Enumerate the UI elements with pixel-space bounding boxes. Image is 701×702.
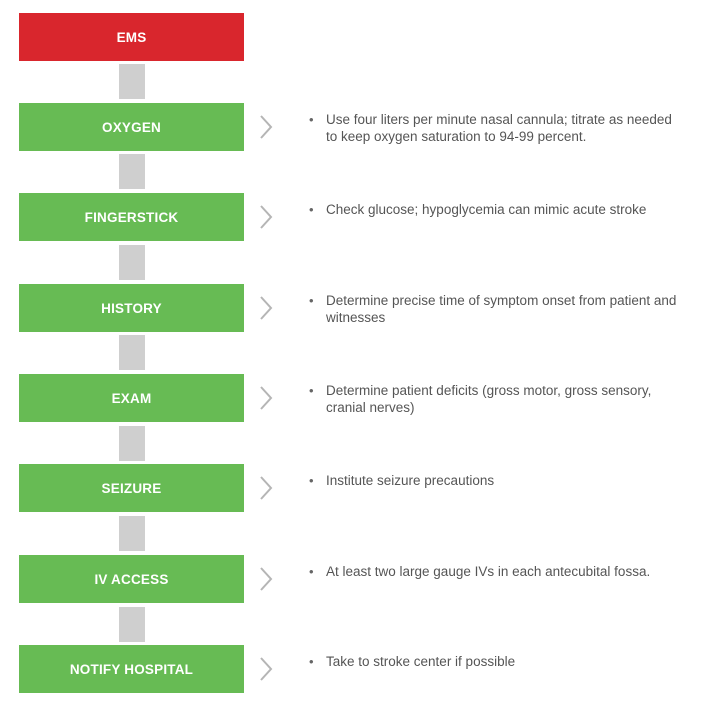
step-label: EXAM [111,390,152,406]
note-text: Institute seizure precautions [326,473,495,488]
note-text: Check glucose; hypoglycemia can mimic ac… [326,202,647,217]
connector [119,426,145,461]
connector [119,64,145,99]
note-seizure: • Institute seizure precautions [309,472,679,489]
step-label: FINGERSTICK [84,209,179,225]
chevron-right-icon [258,114,274,140]
chevron-right-icon [258,295,274,321]
note-exam: • Determine patient deficits (gross moto… [309,382,679,416]
note-text: Determine precise time of symptom onset … [326,293,677,325]
bullet-icon: • [309,112,314,127]
step-box-fingerstick: FINGERSTICK [19,193,244,241]
step-box-iv-access: IV ACCESS [19,555,244,603]
note-text: Use four liters per minute nasal cannula… [326,112,672,144]
bullet-icon: • [309,564,314,579]
step-label: HISTORY [101,300,162,316]
step-box-history: HISTORY [19,284,244,332]
note-oxygen: • Use four liters per minute nasal cannu… [309,111,679,145]
step-box-seizure: SEIZURE [19,464,244,512]
bullet-icon: • [309,654,314,669]
bullet-icon: • [309,383,314,398]
connector [119,516,145,551]
note-text: Determine patient deficits (gross motor,… [326,383,652,415]
step-box-oxygen: OXYGEN [19,103,244,151]
connector [119,607,145,642]
bullet-icon: • [309,202,314,217]
chevron-right-icon [258,385,274,411]
chevron-right-icon [258,656,274,682]
step-label: EMS [116,29,147,45]
step-box-ems: EMS [19,13,244,61]
chevron-right-icon [258,566,274,592]
step-box-notify-hospital: NOTIFY HOSPITAL [19,645,244,693]
connector [119,154,145,189]
note-text: Take to stroke center if possible [326,654,516,669]
note-iv-access: • At least two large gauge IVs in each a… [309,563,679,580]
chevron-right-icon [258,475,274,501]
chevron-right-icon [258,204,274,230]
bullet-icon: • [309,473,314,488]
step-label: IV ACCESS [94,571,169,587]
note-fingerstick: • Check glucose; hypoglycemia can mimic … [309,201,679,218]
connector [119,335,145,370]
step-label: NOTIFY HOSPITAL [69,661,194,677]
bullet-icon: • [309,293,314,308]
note-text: At least two large gauge IVs in each ant… [326,564,651,579]
connector [119,245,145,280]
step-label: OXYGEN [102,119,161,135]
step-box-exam: EXAM [19,374,244,422]
note-notify-hospital: • Take to stroke center if possible [309,653,679,670]
note-history: • Determine precise time of symptom onse… [309,292,679,326]
step-label: SEIZURE [101,480,162,496]
